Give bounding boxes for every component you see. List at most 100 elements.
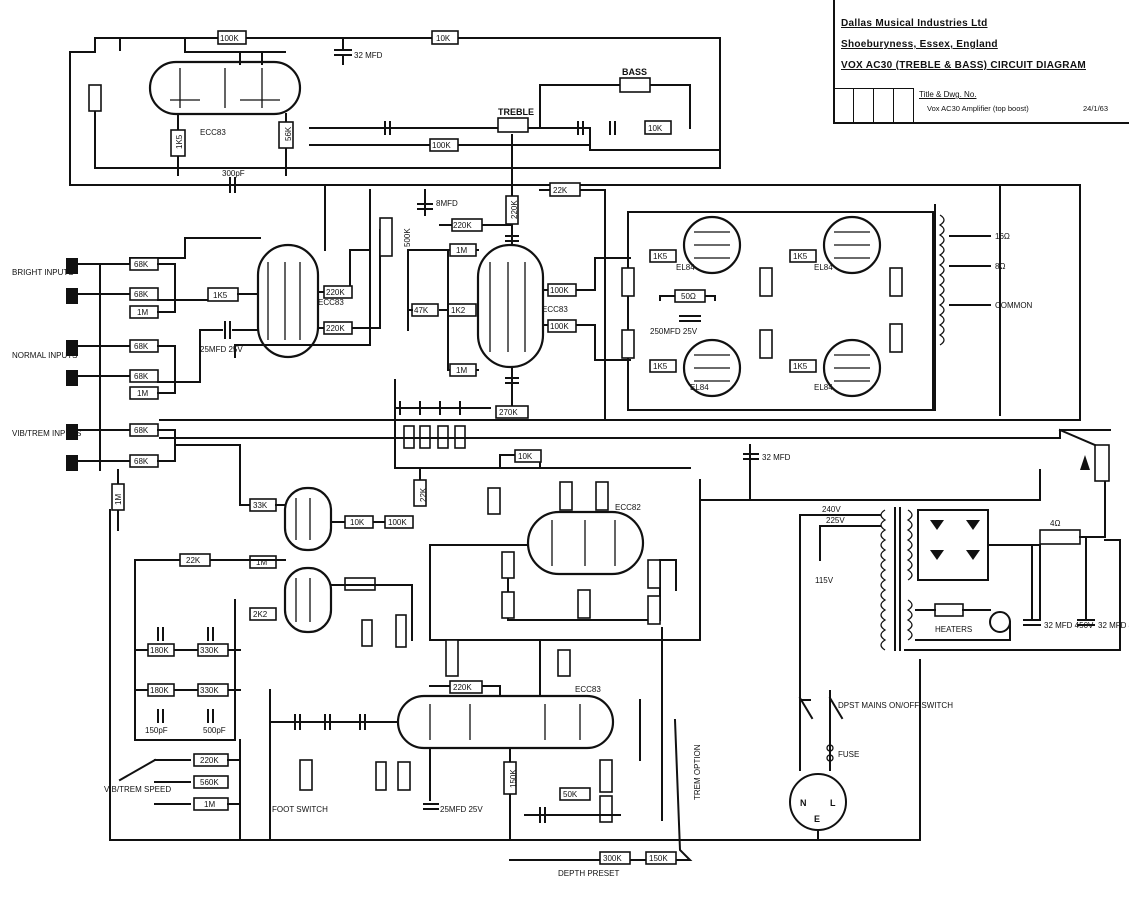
svg-text:100K: 100K	[550, 286, 569, 295]
tube-ecc83-pi	[476, 243, 545, 369]
svg-text:220K: 220K	[326, 324, 345, 333]
vibtrem-inputs-label: VIB/TREM INPUTS	[12, 429, 81, 438]
svg-text:220K: 220K	[200, 756, 219, 765]
pilot-lamp	[989, 611, 1011, 633]
svg-text:50Ω: 50Ω	[681, 292, 696, 301]
svg-text:1M: 1M	[114, 494, 123, 505]
mains-transformer	[880, 507, 913, 651]
company-name: Dallas Musical Industries Ltd	[841, 18, 988, 29]
svg-text:1M: 1M	[456, 246, 467, 255]
svg-text:EL84: EL84	[690, 383, 709, 392]
bass-pot-label: BASS	[622, 67, 647, 77]
company-location: Shoeburyness, Essex, England	[841, 39, 998, 50]
treble-pot-label: TREBLE	[498, 107, 534, 117]
svg-text:10K: 10K	[436, 34, 451, 43]
top-tone-stage: ECC83 1K5 56K 10K 100K 32 MFD 100K TREBL…	[69, 30, 721, 186]
svg-text:32 MFD 450V: 32 MFD 450V	[1044, 621, 1094, 630]
svg-text:330K: 330K	[200, 686, 219, 695]
svg-text:32 MFD 450V: 32 MFD 450V	[1098, 621, 1129, 630]
svg-text:ECC83: ECC83	[575, 685, 601, 694]
foot-switch-label: FOOT SWITCH	[272, 805, 328, 814]
preamp-stage: ECC83 1K5 25MFD 25V 220K 220K 500K	[199, 189, 412, 359]
svg-text:EL84: EL84	[676, 263, 695, 272]
title-block: Dallas Musical Industries Ltd Shoeburyne…	[833, 0, 1129, 124]
depth-preset-label: DEPTH PRESET	[558, 869, 619, 878]
svg-text:68K: 68K	[134, 457, 149, 466]
svg-text:100K: 100K	[432, 141, 451, 150]
svg-text:32 MFD: 32 MFD	[354, 51, 383, 60]
title-dwg-label: Title & Dwg. No.	[919, 90, 977, 99]
svg-text:32 MFD: 32 MFD	[762, 453, 791, 462]
svg-text:330K: 330K	[200, 646, 219, 655]
input-section: BRIGHT INPUTS NORMAL INPUTS VIB/TREM INP…	[12, 237, 261, 531]
svg-text:1K2: 1K2	[451, 306, 466, 315]
svg-text:1K5: 1K5	[653, 252, 668, 261]
svg-text:180K: 180K	[150, 686, 169, 695]
svg-text:68K: 68K	[134, 260, 149, 269]
revision-grid	[835, 88, 914, 123]
svg-text:10K: 10K	[648, 124, 663, 133]
phase-inverter: ECC83 220K 220K 1M 47K 1K2 1M 100K 100K …	[394, 182, 631, 421]
jack-vibtrem-2[interactable]	[66, 455, 78, 471]
tube-ecc83-top	[148, 60, 302, 116]
tube-ecc82	[526, 510, 645, 576]
svg-text:HEATERS: HEATERS	[935, 625, 972, 634]
svg-text:300K: 300K	[603, 854, 622, 863]
vibrato-stage: 33K 1M 2K2 10K 100K 22K 180K 330K 180K 3…	[104, 486, 921, 841]
svg-text:22K: 22K	[186, 556, 201, 565]
svg-text:150pF: 150pF	[145, 726, 168, 735]
svg-text:100K: 100K	[220, 34, 239, 43]
drawing-title: VOX AC30 (TREBLE & BASS) CIRCUIT DIAGRAM	[841, 60, 1086, 71]
jack-bright-2[interactable]	[66, 288, 78, 304]
svg-text:22K: 22K	[419, 487, 428, 502]
svg-text:1K5: 1K5	[175, 134, 184, 149]
svg-text:1M: 1M	[256, 558, 267, 567]
trem-option-label: TREM OPTION	[693, 744, 702, 800]
svg-text:115V: 115V	[815, 576, 834, 585]
svg-text:47K: 47K	[414, 306, 429, 315]
output-transformer	[938, 214, 945, 346]
jack-normal-1[interactable]	[66, 340, 78, 356]
svg-text:L: L	[830, 798, 836, 808]
svg-text:ECC83: ECC83	[542, 305, 568, 314]
svg-text:E: E	[814, 814, 820, 824]
svg-text:220K: 220K	[453, 221, 472, 230]
svg-text:EL84: EL84	[814, 263, 833, 272]
bridge-wire: 300pF	[69, 134, 1081, 421]
svg-text:100K: 100K	[550, 322, 569, 331]
svg-text:100K: 100K	[388, 518, 407, 527]
svg-text:300pF: 300pF	[222, 169, 245, 178]
svg-text:16Ω: 16Ω	[995, 232, 1010, 241]
svg-text:N: N	[800, 798, 807, 808]
tube-el84-1	[682, 215, 742, 275]
svg-text:1M: 1M	[137, 308, 148, 317]
power-amp: EL84 EL84 EL84 EL84 1K5 1K5 1K5 1K5 50Ω …	[621, 204, 1033, 411]
drawing-date: 24/1/63	[1083, 104, 1109, 113]
svg-text:2K2: 2K2	[253, 610, 268, 619]
jack-bright-1[interactable]	[66, 258, 78, 274]
svg-text:50K: 50K	[563, 790, 578, 799]
svg-text:250MFD 25V: 250MFD 25V	[650, 327, 698, 336]
osc-ecc82: ECC82 22K 10K	[413, 449, 701, 641]
svg-text:68K: 68K	[134, 290, 149, 299]
jack-vibtrem-1[interactable]	[66, 424, 78, 440]
jack-normal-2[interactable]	[66, 370, 78, 386]
fuse-label: FUSE	[838, 750, 859, 759]
svg-text:1M: 1M	[204, 800, 215, 809]
title-dwg-value: Vox AC30 Amplifier (top boost)	[927, 104, 1029, 113]
svg-text:EL84: EL84	[814, 383, 833, 392]
svg-text:1K5: 1K5	[793, 252, 808, 261]
trem-stage: ECC83 FOOT SWITCH 25MFD 25V 220K 150K 50…	[269, 627, 702, 878]
standby-switch[interactable]	[1094, 444, 1110, 482]
svg-text:ECC83: ECC83	[318, 298, 344, 307]
svg-text:33K: 33K	[253, 501, 268, 510]
svg-text:240V: 240V	[822, 505, 841, 514]
svg-text:68K: 68K	[134, 426, 149, 435]
tube-label-top: ECC83	[200, 128, 226, 137]
tube-el84-3	[682, 338, 742, 398]
svg-text:10K: 10K	[350, 518, 365, 527]
svg-text:56K: 56K	[284, 126, 293, 141]
svg-text:68K: 68K	[134, 372, 149, 381]
mixer-network: 32 MFD	[159, 379, 1111, 501]
svg-text:22K: 22K	[553, 186, 568, 195]
